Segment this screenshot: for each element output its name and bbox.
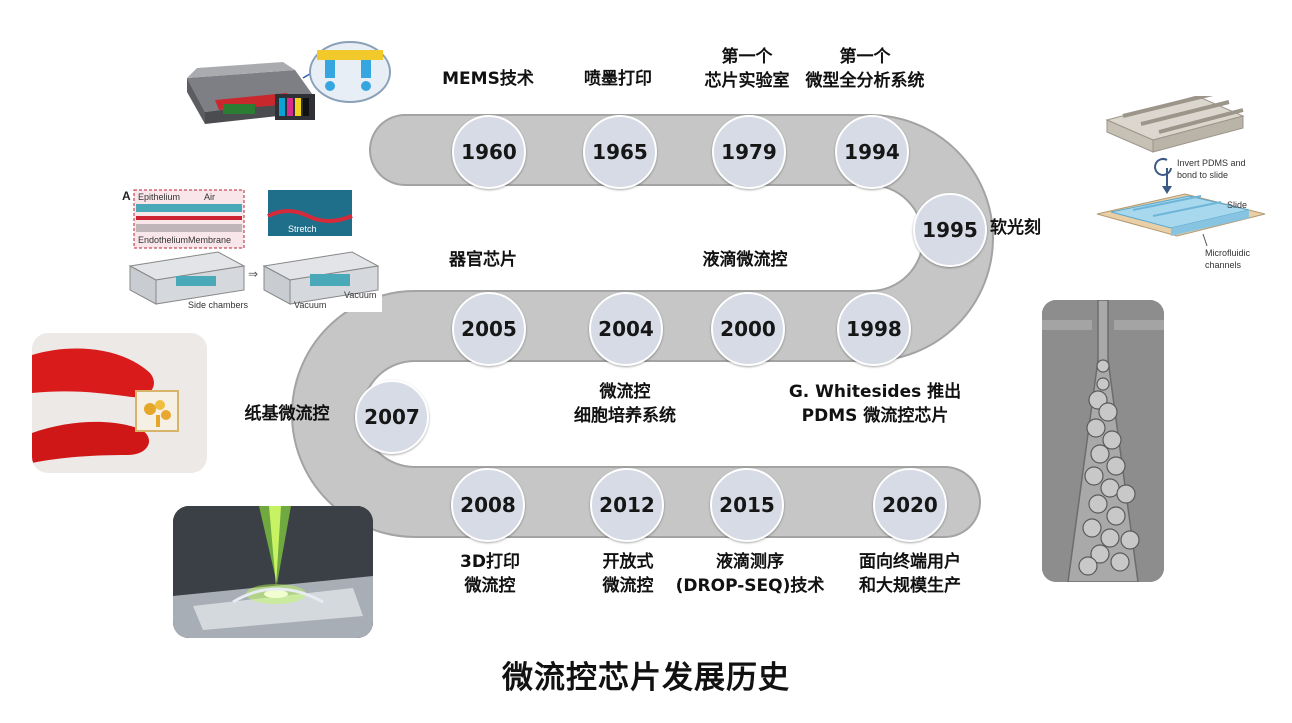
label-2012: 开放式 微流控	[602, 552, 654, 596]
year-circle-1979: 1979	[712, 115, 786, 189]
label-channels: channels	[1205, 260, 1242, 270]
label-2007: 纸基微流控	[244, 404, 330, 424]
year-circle-1960: 1960	[452, 115, 526, 189]
year-circle-2008: 2008	[451, 468, 525, 542]
paper-chip-image	[32, 333, 207, 473]
droplet	[1100, 478, 1120, 498]
panel-letter: A	[122, 189, 131, 203]
label-microfluidic: Microfluidic	[1205, 248, 1251, 258]
droplet	[1106, 456, 1126, 476]
organ-chip-image: A Epithelium Air Endothelium Membrane St…	[118, 186, 382, 312]
droplet	[1082, 518, 1102, 538]
year-circle-2020: 2020	[873, 468, 947, 542]
droplet	[1096, 359, 1110, 373]
label-2008: 3D打印 微流控	[460, 552, 520, 596]
label-2005: 器官芯片	[449, 250, 517, 270]
label-membrane: Membrane	[188, 235, 231, 245]
label-1998: G. Whitesides 推出 PDMS 微流控芯片	[788, 382, 962, 426]
year-circle-1994: 1994	[835, 115, 909, 189]
label-2020: 面向终端用户 和大规模生产	[859, 552, 961, 596]
year-circle-1995: 1995	[913, 193, 987, 267]
droplet	[1100, 528, 1120, 548]
year-circle-2007: 2007	[355, 380, 429, 454]
label-invert-pdms: Invert PDMS and	[1177, 158, 1246, 168]
label-2000: 液滴微流控	[702, 250, 788, 270]
label-side-chambers: Side chambers	[188, 300, 249, 310]
3d-printing-image	[173, 506, 373, 638]
year-circle-2012: 2012	[590, 468, 664, 542]
label-slide: Slide	[1227, 200, 1247, 210]
label-2015: 液滴测序 (DROP-SEQ)技术	[675, 552, 825, 596]
droplet-group	[1078, 359, 1140, 576]
year-circle-2015: 2015	[710, 468, 784, 542]
year-circle-1998: 1998	[837, 292, 911, 366]
label-stretch: Stretch	[288, 224, 317, 234]
droplet	[1106, 506, 1126, 526]
label-1979: 第一个 芯片实验室	[704, 47, 790, 91]
droplet-micrograph-image	[1042, 300, 1164, 582]
droplet	[1088, 494, 1108, 514]
droplet	[1110, 552, 1130, 572]
droplet	[1096, 377, 1110, 391]
droplet	[1086, 418, 1106, 438]
droplet	[1102, 430, 1122, 450]
droplet	[1090, 544, 1110, 564]
year-circle-1965: 1965	[583, 115, 657, 189]
droplet	[1084, 466, 1104, 486]
diagram-title: 微流控芯片发展历史	[502, 660, 790, 696]
label-1965: 喷墨打印	[584, 69, 652, 89]
droplet	[1090, 444, 1110, 464]
label-1994: 第一个 微型全分析系统	[805, 47, 925, 91]
droplet	[1116, 484, 1136, 504]
droplet	[1120, 530, 1140, 550]
droplet	[1078, 556, 1098, 576]
label-bond-to-slide: bond to slide	[1177, 170, 1228, 180]
year-circle-2005: 2005	[452, 292, 526, 366]
arrow-right-icon: ⇒	[248, 267, 258, 281]
label-endothelium: Endothelium	[138, 235, 188, 245]
year-circle-2000: 2000	[711, 292, 785, 366]
label-epithelium: Epithelium	[138, 192, 180, 202]
label-air: Air	[204, 192, 215, 202]
label-vacuum-right: Vacuum	[344, 290, 376, 300]
droplet	[1098, 402, 1118, 422]
printer-icon	[187, 41, 391, 124]
label-2004: 微流控 细胞培养系统	[574, 382, 676, 426]
inkjet-printer-image	[175, 38, 395, 128]
label-vacuum-left: Vacuum	[294, 300, 326, 310]
label-1960: MEMS技术	[442, 69, 534, 89]
label-1995: 软光刻	[990, 218, 1041, 238]
year-circle-2004: 2004	[589, 292, 663, 366]
soft-lithography-image: Invert PDMS and bond to slide Slide Micr…	[1093, 96, 1268, 276]
